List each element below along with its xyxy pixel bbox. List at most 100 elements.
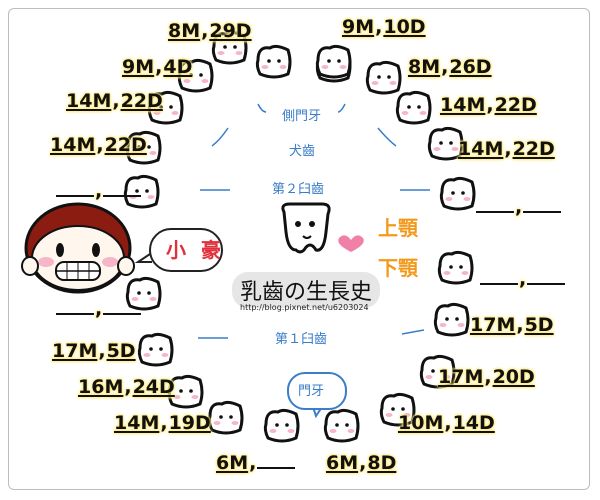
blank-field xyxy=(103,299,142,315)
tooth-icon-upper-right-3 xyxy=(395,90,432,125)
month-value: 14M xyxy=(66,90,112,112)
tooth-icon-upper-left-3 xyxy=(147,90,184,125)
eruption-label-upper-right-3: 14M,22D xyxy=(440,94,537,116)
blank-field xyxy=(257,453,296,469)
month-value: 9M xyxy=(122,56,155,78)
blank-field xyxy=(480,269,518,285)
month-value: 14M xyxy=(50,134,96,156)
separator: , xyxy=(375,16,383,38)
day-value: 22D xyxy=(120,90,163,112)
separator: , xyxy=(96,134,104,156)
tooth-name-central-incisor: 門牙 xyxy=(298,384,325,399)
eruption-label-upper-right-2: 8M,26D xyxy=(408,56,492,78)
tooth-icon-lower-left-2 xyxy=(137,332,174,367)
tooth-icon-lower-right-1 xyxy=(437,250,474,285)
day-value: 22D xyxy=(512,138,555,160)
eruption-label-lower-left-2: 17M,5D xyxy=(52,340,136,362)
month-value: 14M xyxy=(114,412,160,434)
separator: , xyxy=(160,412,168,434)
blank-field xyxy=(103,181,142,197)
tooth-icon-upper-left-2 xyxy=(177,58,214,93)
day-value: 22D xyxy=(494,94,537,116)
blank-field xyxy=(56,181,94,197)
child-name: 小 豪 xyxy=(166,238,225,262)
month-value: 14M xyxy=(440,94,486,116)
month-value: 8M xyxy=(168,20,201,42)
month-value: 6M xyxy=(216,452,249,474)
day-value: 22D xyxy=(104,134,147,156)
day-value: 26D xyxy=(449,56,492,78)
blank-field xyxy=(523,197,562,213)
separator: , xyxy=(484,366,492,388)
month-value: 9M xyxy=(342,16,375,38)
separator: , xyxy=(486,94,494,116)
eruption-label-lower-right-5: 6M,8D xyxy=(326,452,396,474)
eruption-label-lower-left-5: 6M, xyxy=(216,452,296,474)
eruption-label-lower-left-3: 16M,24D xyxy=(78,376,175,398)
name-bubble xyxy=(149,228,223,272)
separator: , xyxy=(124,376,132,398)
separator: , xyxy=(201,20,209,42)
incisor-bubble xyxy=(287,372,347,410)
day-value: 4D xyxy=(163,56,193,78)
eruption-label-upper-left-2: 9M,4D xyxy=(122,56,192,78)
tooth-icon-lower-right-3 xyxy=(419,354,456,389)
tooth-icon-lower-left-1 xyxy=(125,276,162,311)
separator: , xyxy=(95,298,103,320)
month-value: 17M xyxy=(438,366,484,388)
tooth-icon-upper-left-5 xyxy=(123,174,160,209)
blank-field xyxy=(56,299,94,315)
eruption-label-lower-left-4: 14M,19D xyxy=(114,412,211,434)
child-face-icon xyxy=(21,202,135,294)
separator: , xyxy=(444,412,452,434)
separator: , xyxy=(95,180,103,202)
month-value: 8M xyxy=(408,56,441,78)
eruption-label-lower-left-1: , xyxy=(56,298,142,320)
eruption-label-lower-right-2: 17M,5D xyxy=(470,314,554,336)
jaw-label-upper: 上顎 xyxy=(378,216,418,240)
tooth-name-first-molar: 第１臼齒 xyxy=(275,332,328,347)
day-value: 8D xyxy=(367,452,397,474)
tooth-icon-upper-left-4 xyxy=(125,130,162,165)
blank-field xyxy=(527,269,566,285)
tooth-icon-upper-right-5 xyxy=(439,176,476,211)
eruption-label-upper-left-3: 14M,22D xyxy=(66,90,163,112)
separator: , xyxy=(249,452,257,474)
tooth-icon-lower-left-3 xyxy=(167,374,204,409)
day-value: 20D xyxy=(492,366,535,388)
separator: , xyxy=(98,340,106,362)
eruption-label-lower-right-3: 17M,20D xyxy=(438,366,535,388)
separator: , xyxy=(441,56,449,78)
tooth-icon-lower-right-2 xyxy=(433,302,470,337)
day-value: 19D xyxy=(168,412,211,434)
tooth-icon-lower-right-4 xyxy=(379,392,416,427)
teeth-ring xyxy=(123,30,476,443)
center-tooth-icon xyxy=(281,202,331,254)
eruption-label-upper-left-4: 14M,22D xyxy=(50,134,147,156)
tooth-icon-lower-left-5 xyxy=(263,408,300,443)
tooth-name-second-molar: 第２臼齒 xyxy=(272,182,325,197)
eruption-label-upper-right-4: 14M,22D xyxy=(458,138,555,160)
eruption-label-upper-left-5: , xyxy=(56,180,142,202)
tooth-icon-upper-incisor-left xyxy=(255,44,292,79)
blank-field xyxy=(476,197,514,213)
separator: , xyxy=(112,90,120,112)
day-value: 24D xyxy=(132,376,175,398)
eruption-label-upper-left-1: 8M,29D xyxy=(168,20,252,42)
eruption-label-lower-right-4: 10M,14D xyxy=(398,412,495,434)
month-value: 14M xyxy=(458,138,504,160)
day-value: 10D xyxy=(383,16,426,38)
tooth-name-lateral-incisor: 側門牙 xyxy=(282,109,322,124)
blog-url: http://blog.pixnet.net/u6203024 xyxy=(240,303,369,312)
tooth-icon-upper-incisor-center xyxy=(315,44,352,79)
month-value: 17M xyxy=(52,340,98,362)
separator: , xyxy=(155,56,163,78)
tooth-icon-upper-right-4 xyxy=(427,126,464,161)
tooth-icon-upper-right-2 xyxy=(365,60,402,95)
separator: , xyxy=(516,314,524,336)
separator: , xyxy=(519,268,527,290)
day-value: 5D xyxy=(106,340,136,362)
day-value: 29D xyxy=(209,20,252,42)
tooth-icon-lower-left-4 xyxy=(207,400,244,435)
